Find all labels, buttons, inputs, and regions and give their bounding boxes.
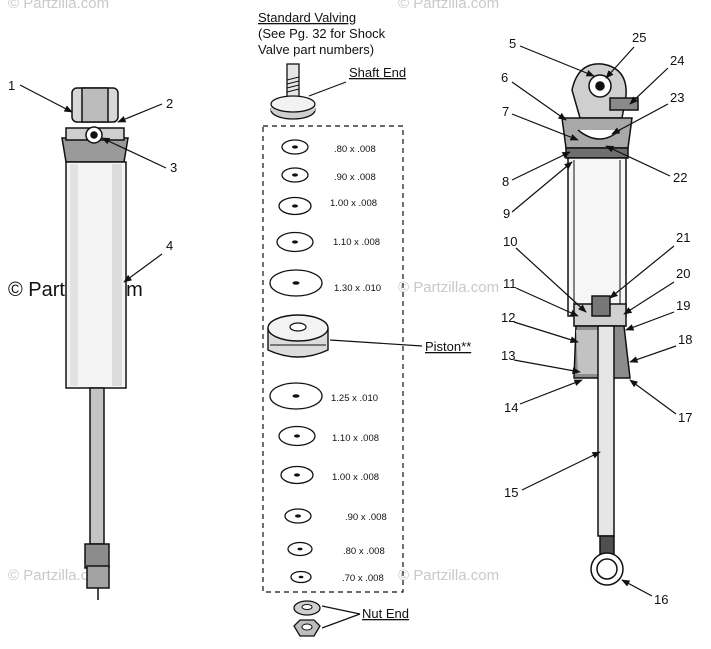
shim	[281, 167, 309, 183]
shim-size: .80 x .008	[334, 144, 376, 155]
shaft-end-label: Shaft End	[349, 65, 406, 80]
shim-size: .70 x .008	[342, 573, 384, 584]
watermark-text: © Partzilla.com	[398, 567, 499, 584]
callout-number: 23	[670, 90, 684, 105]
valving-note-1: (See Pg. 32 for Shock	[258, 26, 386, 41]
callout-number: 7	[502, 104, 509, 119]
shim	[278, 425, 316, 447]
piston-leader	[329, 339, 423, 347]
nut-end-label: Nut End	[362, 606, 409, 621]
callout-number: 22	[673, 170, 687, 185]
callout-number: 21	[676, 230, 690, 245]
callout-number: 19	[676, 298, 690, 313]
shim-size: .90 x .008	[345, 512, 387, 523]
callout-number: 15	[504, 485, 518, 500]
shaft-end-leader	[308, 81, 347, 97]
shim	[287, 541, 313, 557]
callout-number: 6	[501, 70, 508, 85]
shim-size: 1.30 x .010	[334, 283, 381, 294]
callout-number: 4	[166, 238, 173, 253]
valving-stack: Standard Valving (See Pg. 32 for Shock V…	[258, 10, 471, 637]
callout-number: 8	[502, 174, 509, 189]
callout-arrow	[19, 84, 73, 113]
callout-number: 10	[503, 234, 517, 249]
callout-number: 24	[670, 53, 684, 68]
shim	[281, 139, 309, 155]
right-callouts: 5 25 6 24 7 23 8 22 9 10 21 11 20 19 12 …	[501, 30, 692, 607]
callout-arrow	[117, 103, 163, 123]
callout-number: 11	[503, 276, 517, 291]
shim	[280, 465, 314, 485]
shim	[276, 231, 314, 253]
shim	[269, 382, 323, 410]
piston-label: Piston**	[425, 339, 471, 354]
callout-number: 1	[8, 78, 15, 93]
watermark-text: © Partzilla.com	[8, 0, 109, 12]
callout-number: 20	[676, 266, 690, 281]
callout-number: 5	[509, 36, 516, 51]
lock-washer	[293, 600, 321, 616]
callout-arrow	[101, 137, 167, 169]
shim	[290, 570, 312, 584]
callout-number: 25	[632, 30, 646, 45]
shim-size: 1.10 x .008	[332, 433, 379, 444]
assembled-shock	[61, 87, 129, 600]
shim-size: 1.00 x .008	[332, 472, 379, 483]
callout-number: 18	[678, 332, 692, 347]
shim	[269, 269, 323, 297]
shim	[278, 196, 312, 216]
valving-box	[262, 125, 404, 593]
nut-end-leader	[321, 613, 361, 629]
watermark-text: © Partzilla.com	[8, 567, 109, 584]
callout-arrow	[123, 253, 163, 283]
shim-size: 1.00 x .008	[330, 198, 377, 209]
watermark-group: © Partzilla.com © Partzilla.com © Partzi…	[8, 0, 499, 584]
shim-size: .90 x .008	[334, 172, 376, 183]
callout-number: 14	[504, 400, 518, 415]
shim-size: 1.10 x .008	[333, 237, 380, 248]
cutaway-shock	[561, 63, 639, 586]
nut-end-leader	[321, 605, 361, 615]
callout-number: 17	[678, 410, 692, 425]
callout-number: 16	[654, 592, 668, 607]
shim	[284, 508, 312, 524]
valving-note-2: Valve part numbers)	[258, 42, 374, 57]
shim-size: 1.25 x .010	[331, 393, 378, 404]
hex-nut	[293, 619, 321, 637]
callout-number: 13	[501, 348, 515, 363]
watermark-text: © Partzilla.com	[398, 279, 499, 296]
callout-number: 9	[503, 206, 510, 221]
callout-number: 2	[166, 96, 173, 111]
callout-number: 12	[501, 310, 515, 325]
shim-size: .80 x .008	[343, 546, 385, 557]
piston	[267, 314, 329, 358]
callout-number: 3	[170, 160, 177, 175]
left-callouts: 1 2 3 4	[8, 78, 177, 283]
valving-title: Standard Valving	[258, 10, 356, 25]
watermark-text: © Partzilla.com	[398, 0, 499, 12]
